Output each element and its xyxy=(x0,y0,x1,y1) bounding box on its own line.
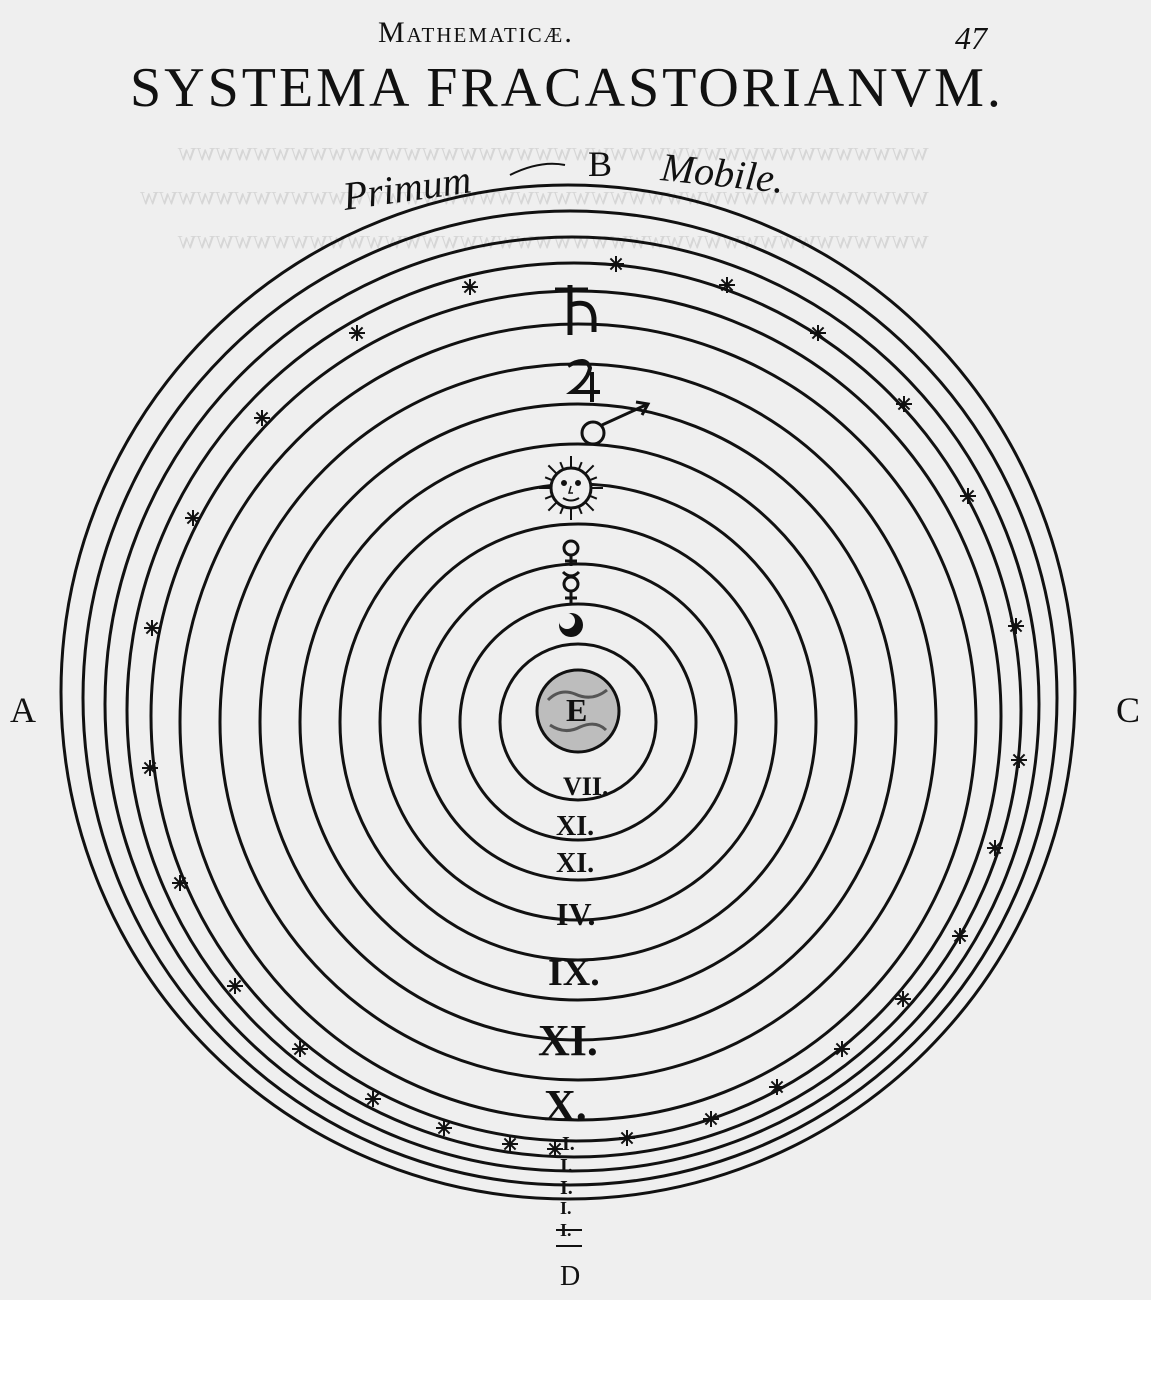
sphere-numeral: I. xyxy=(560,1198,572,1218)
sphere-numeral: XI. xyxy=(556,811,594,842)
sphere-ring xyxy=(258,402,898,1042)
sphere-numeral: IV. xyxy=(556,896,595,932)
star-icon xyxy=(1011,752,1027,768)
star-icon xyxy=(895,991,911,1007)
star-icon xyxy=(896,396,912,412)
sphere-ring xyxy=(103,235,1041,1173)
plate-title: SYSTEMA FRACASTORIANVM. xyxy=(130,57,1004,119)
primum-swash xyxy=(509,162,566,176)
star-icon xyxy=(1008,618,1024,634)
stock-footer-strip xyxy=(0,1300,1151,1390)
star-icon xyxy=(834,1041,850,1057)
sphere-ring xyxy=(81,209,1059,1187)
sphere-ring xyxy=(458,602,698,842)
star-icon xyxy=(227,978,243,994)
sphere-ring xyxy=(178,322,978,1122)
moon-disc xyxy=(559,613,583,637)
sphere-numeral: XI. xyxy=(556,848,594,879)
sphere-ring xyxy=(498,642,658,802)
sphere-numeral: X. xyxy=(544,1081,587,1130)
fracastorian-system-diagram: Primum B Mobile. A C D xyxy=(10,144,1140,1292)
venus-symbol xyxy=(562,539,580,566)
sphere-ring xyxy=(125,261,1023,1159)
star-icon xyxy=(349,325,365,341)
sphere-ring xyxy=(378,522,778,922)
star-icon xyxy=(292,1041,308,1057)
star-icon xyxy=(619,1130,635,1146)
star-icon xyxy=(547,1141,563,1157)
sphere-numeral: I. xyxy=(562,1133,575,1155)
jupiter-symbol xyxy=(566,359,600,402)
star-icon xyxy=(365,1091,381,1107)
star-icon xyxy=(502,1136,518,1152)
sphere-numerals: VII.XI.XI.IV.IX.XI.X.I.I.I.I.I. xyxy=(538,772,609,1240)
star-icon xyxy=(142,760,158,776)
sphere-ring xyxy=(418,562,738,882)
earth-label: E xyxy=(566,692,587,728)
running-head: Mathematicæ. xyxy=(378,16,574,49)
sphere-ring xyxy=(298,442,858,1002)
mobile-label: Mobile. xyxy=(658,144,786,202)
earth-globe: E xyxy=(535,668,621,754)
mars-symbol xyxy=(580,400,651,446)
sphere-ring xyxy=(59,183,1077,1201)
star-icon xyxy=(254,410,270,426)
bottom-tick-marks xyxy=(556,1229,582,1247)
point-b-label: B xyxy=(588,144,612,184)
star-icon xyxy=(703,1111,719,1127)
star-icon xyxy=(769,1079,785,1095)
sun-face xyxy=(539,456,603,520)
point-d-label: D xyxy=(560,1261,580,1292)
saturn-symbol xyxy=(555,285,597,335)
sphere-numeral: VII. xyxy=(563,772,609,801)
star-icon xyxy=(960,488,976,504)
star-icon xyxy=(952,928,968,944)
sphere-numeral: XI. xyxy=(538,1016,598,1065)
star-icon xyxy=(436,1120,452,1136)
fixed-stars xyxy=(142,256,1027,1157)
page-number: 47 xyxy=(955,20,987,56)
sphere-numeral: I. xyxy=(560,1155,573,1177)
sphere-numeral: IX. xyxy=(548,952,600,994)
book-page: wwwwwwwwwwwwwwwwwwwwwwwwwwwwwwwwwwwwwwww… xyxy=(0,0,1151,1300)
star-icon xyxy=(185,510,201,526)
sphere-numeral: I. xyxy=(560,1177,573,1199)
star-icon xyxy=(987,840,1003,856)
point-a-label: A xyxy=(10,690,36,730)
mercury-symbol xyxy=(561,570,581,604)
star-icon xyxy=(462,279,478,295)
star-icon xyxy=(719,277,735,293)
star-icon xyxy=(608,256,624,272)
primum-label: Primum xyxy=(339,156,474,219)
point-c-label: C xyxy=(1116,690,1140,730)
star-icon xyxy=(172,875,188,891)
star-icon xyxy=(810,325,826,341)
sphere-ring xyxy=(218,362,938,1082)
star-icon xyxy=(144,620,160,636)
